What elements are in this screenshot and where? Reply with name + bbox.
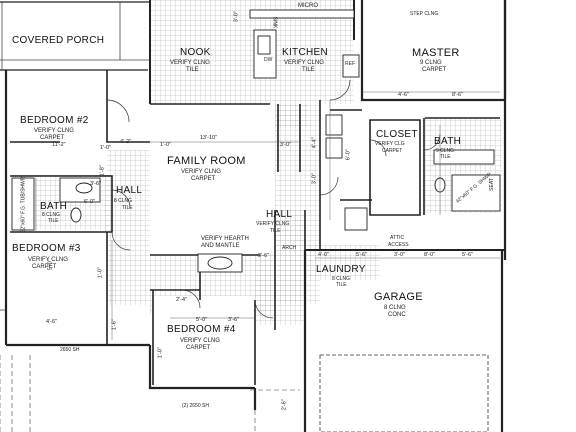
bath-label: BATH <box>40 201 68 212</box>
bedroom3-label: BEDROOM #3 <box>12 243 81 254</box>
arch-note: ARCH <box>282 245 297 251</box>
dim-mast-a: 4'-6" <box>398 92 409 98</box>
covered-porch-label: COVERED PORCH <box>12 35 105 46</box>
nook-label: NOOK <box>180 47 211 58</box>
hall-right-ceiling: VERIFY CLNG <box>256 221 290 227</box>
dimension-lines <box>35 91 500 340</box>
family-room-dim: 13'-10" <box>200 135 218 141</box>
garage-floor: CONC <box>388 312 406 318</box>
dim-b4-a: 5'-0" <box>196 317 207 323</box>
dw-note: DW <box>264 57 273 63</box>
laundry-label: LAUNDRY <box>316 264 366 275</box>
hall-left-ceiling: 8 CLNG <box>114 198 133 204</box>
bedroom2-floor: CARPET <box>40 135 65 141</box>
dim-laun-b: 5'-6" <box>356 252 367 258</box>
bath-fixtures <box>11 149 501 231</box>
tub-note: 32"x60" F.G. TUB/SHWR <box>20 176 27 233</box>
bedroom2-label: BEDROOM #2 <box>20 115 89 126</box>
hall-right-label: HALL <box>266 209 293 220</box>
dim-laun-d: 8'-0" <box>424 252 435 258</box>
mantle-note: AND MANTLE <box>201 243 240 249</box>
window-b4-note: (2) 2650 SH <box>182 403 209 409</box>
bath-floor: TILE <box>48 218 59 224</box>
laundry-floor: TILE <box>336 282 347 288</box>
hearth-note: VERIFY HEARTH <box>201 236 249 242</box>
seat-note: SEAT <box>488 178 495 191</box>
dim-bed2-b: 4'-2" <box>120 139 131 145</box>
dim-laun-a: 4'-0" <box>318 252 329 258</box>
exterior-walls <box>0 0 507 432</box>
dim-b3-c: 1'-6" <box>111 319 118 331</box>
ref-note: REF <box>345 61 355 67</box>
doors <box>0 79 441 319</box>
dim-fam-a: 3'-0" <box>280 142 291 148</box>
bedroom3-ceiling: VERIFY CLNG <box>28 257 68 263</box>
bedroom4-floor: CARPET <box>186 345 211 351</box>
interior-walls <box>10 70 500 385</box>
family-room-floor: CARPET <box>191 176 216 182</box>
dim-hall-a: 1'-8" <box>99 165 106 177</box>
master-label: MASTER <box>412 47 460 59</box>
sink-note: SINK <box>271 16 278 29</box>
micro-label: MICRO <box>298 3 318 9</box>
garage-label: GARAGE <box>374 291 423 303</box>
bedroom2-ceiling: VERIFY CLNG <box>34 128 74 134</box>
porch <box>0 2 150 70</box>
dim-gar-a: 3'-0" <box>311 173 318 185</box>
nook-ceiling: VERIFY CLNG <box>170 60 210 66</box>
closet-label: CLOSET <box>376 129 418 140</box>
dim-fam-b: 1'-0" <box>160 142 171 148</box>
dim-hall-d: 3'-6" <box>258 253 269 259</box>
dim-nook: 3'-0" <box>233 11 240 23</box>
dim-mast-b: 8'-6" <box>452 92 463 98</box>
dim-b3-a: 4'-6" <box>46 319 57 325</box>
bedroom3-floor: CARPET <box>32 264 57 270</box>
nook-floor: TILE <box>186 67 199 73</box>
family-room-ceiling: VERIFY CLNG <box>181 169 221 175</box>
master-floor: CARPET <box>422 67 447 73</box>
window-b3-note: 2650 SH <box>60 347 80 353</box>
dim-bath-a: 6'-0" <box>84 199 95 205</box>
family-room-label: FAMILY ROOM <box>167 155 246 167</box>
bedroom2-dim: 11'-2" <box>52 142 66 148</box>
laundry-ceiling: 8 CLNG <box>332 276 351 282</box>
dim-hall-b: 1'-0" <box>97 267 104 279</box>
attic-note: ATTIC <box>390 235 405 241</box>
dim-laun-e: 5'-6" <box>462 252 473 258</box>
master-ceiling: 9 CLNG <box>420 60 442 66</box>
dim-b3-b: 5'-0" <box>47 259 54 271</box>
dim-b4-c: 2'-4" <box>176 297 187 303</box>
bedroom4-ceiling: VERIFY CLNG <box>180 338 220 344</box>
dim-gar-b: 6'-0" <box>345 149 352 161</box>
master-bath-floor: TILE <box>440 154 451 160</box>
kitchen-ceiling: VERIFY CLNG <box>284 60 324 66</box>
attic-access-note: ACCESS <box>388 242 409 248</box>
dim-gar-c: 2'-6" <box>281 399 288 411</box>
dim-fam-c: 4'-4" <box>311 137 318 149</box>
master-bath-label: BATH <box>434 136 462 147</box>
closet-floor: CARPET <box>382 148 403 154</box>
step-ceiling-label: STEP CLNG <box>410 11 439 17</box>
bedroom4-label: BEDROOM #4 <box>167 324 236 335</box>
dim-bed2-a: 1'-0" <box>100 145 111 151</box>
dim-b4-d: 1'-0" <box>157 347 164 359</box>
hall-right-floor: TILE <box>270 228 281 234</box>
master-bath-ceiling: 9 CLNG <box>436 148 455 154</box>
garage-door <box>319 354 489 432</box>
dim-b4-b: 3'-6" <box>228 317 239 323</box>
bath-ceiling: 8 CLNG <box>42 212 61 218</box>
roof-lines <box>0 355 300 432</box>
dim-laun-c: 3'-0" <box>394 252 405 258</box>
hall-left-label: HALL <box>116 185 143 196</box>
closet-ceiling: VERIFY CLG <box>375 141 405 147</box>
carpet-areas <box>12 12 502 432</box>
garage-ceiling: 8 CLNG <box>384 305 406 311</box>
dim-bath-b: 3'-6" <box>90 181 101 187</box>
kitchen-floor: TILE <box>302 67 315 73</box>
kitchen-label: KITCHEN <box>282 47 328 58</box>
hall-left-floor: TILE <box>122 205 133 211</box>
